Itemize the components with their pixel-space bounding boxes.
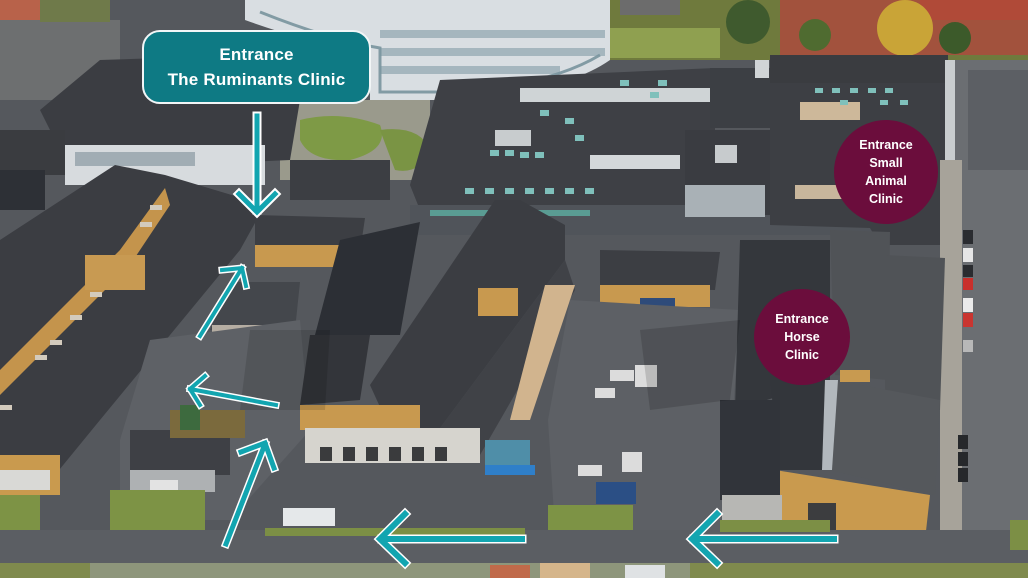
label-line: Clinic	[868, 192, 904, 206]
label-line: Entrance	[859, 138, 913, 152]
label-line: Animal	[865, 174, 907, 188]
small-animal-clinic-entrance-label: Entrance Small Animal Clinic	[834, 120, 938, 224]
horse-clinic-entrance-label: Entrance Horse Clinic	[754, 289, 850, 385]
label-line: Clinic	[784, 348, 820, 362]
label-line: Entrance	[219, 45, 294, 64]
label-line: Horse	[784, 330, 820, 344]
ruminants-clinic-entrance-label: Entrance The Ruminants Clinic	[142, 30, 371, 104]
label-line: The Ruminants Clinic	[167, 70, 346, 89]
label-line: Small	[869, 156, 903, 170]
label-line: Entrance	[775, 312, 829, 326]
